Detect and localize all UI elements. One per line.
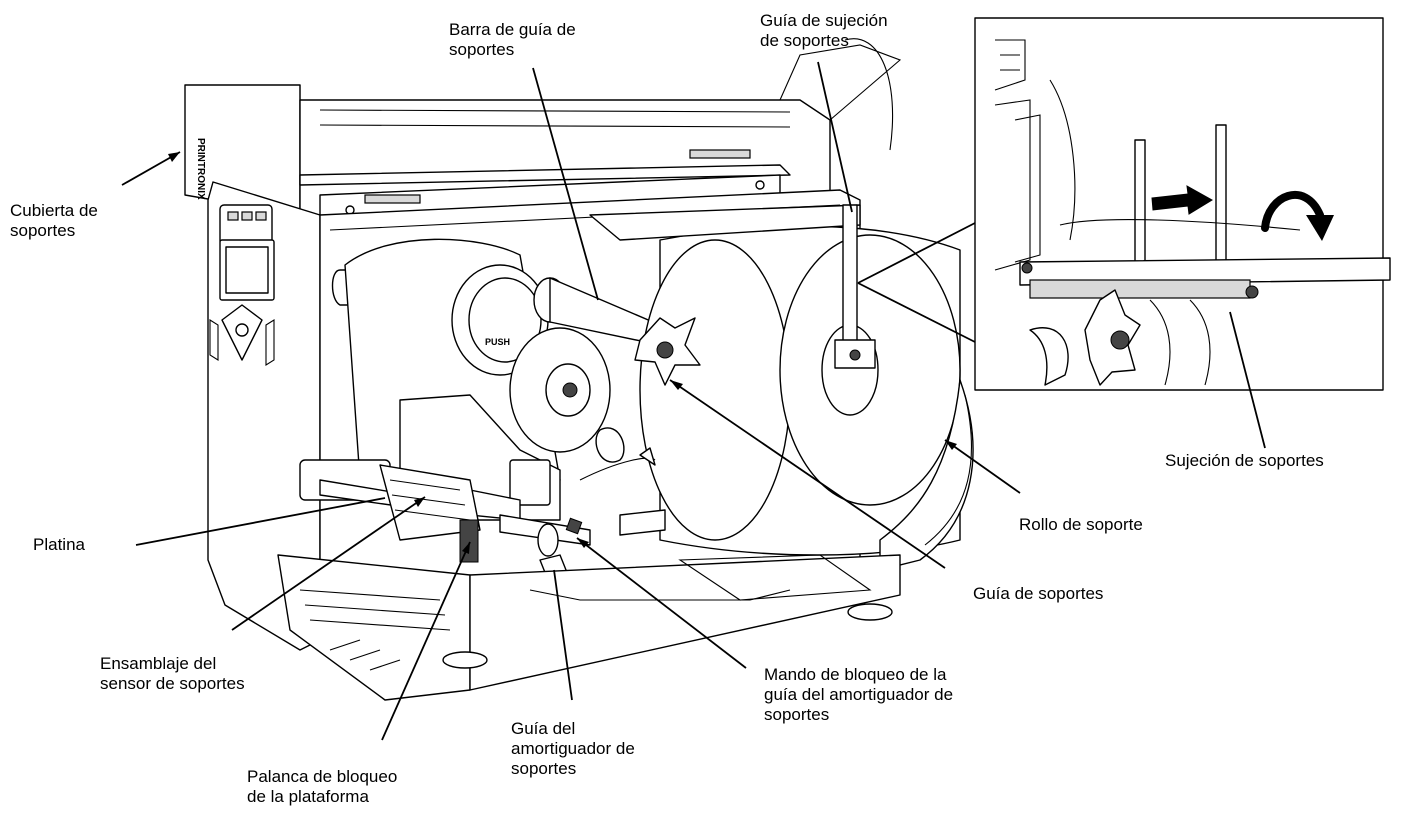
leader-lines — [121, 61, 1266, 741]
media-roll — [589, 204, 961, 556]
inset-detail — [857, 17, 1391, 391]
control-panel — [209, 204, 275, 366]
label-platina: Platina — [33, 535, 85, 554]
label-rollo-de-soporte: Rollo de soporte — [1019, 515, 1143, 534]
label-guia-de-soportes: Guía de soportes — [973, 584, 1104, 603]
printer-base — [277, 509, 901, 701]
inset-knob — [1029, 289, 1211, 386]
media-hanger-guide — [834, 204, 876, 369]
right-arrow-icon — [1151, 185, 1213, 215]
ribbon-supply: PUSH — [331, 238, 611, 481]
clockwise-curved-arrow-icon — [1261, 191, 1334, 241]
media-sensor-assembly-drawing — [379, 464, 481, 563]
push-knob-label: PUSH — [485, 337, 510, 347]
printronix-logo: PRINTRONIX — [195, 138, 206, 200]
inset-guide-bar — [1019, 257, 1391, 299]
inset-frame-side — [994, 39, 1076, 271]
printer-illustration: PRINTRONIX — [184, 38, 974, 701]
label-sujecion-de-soportes: Sujeción de soportes — [1165, 451, 1324, 470]
